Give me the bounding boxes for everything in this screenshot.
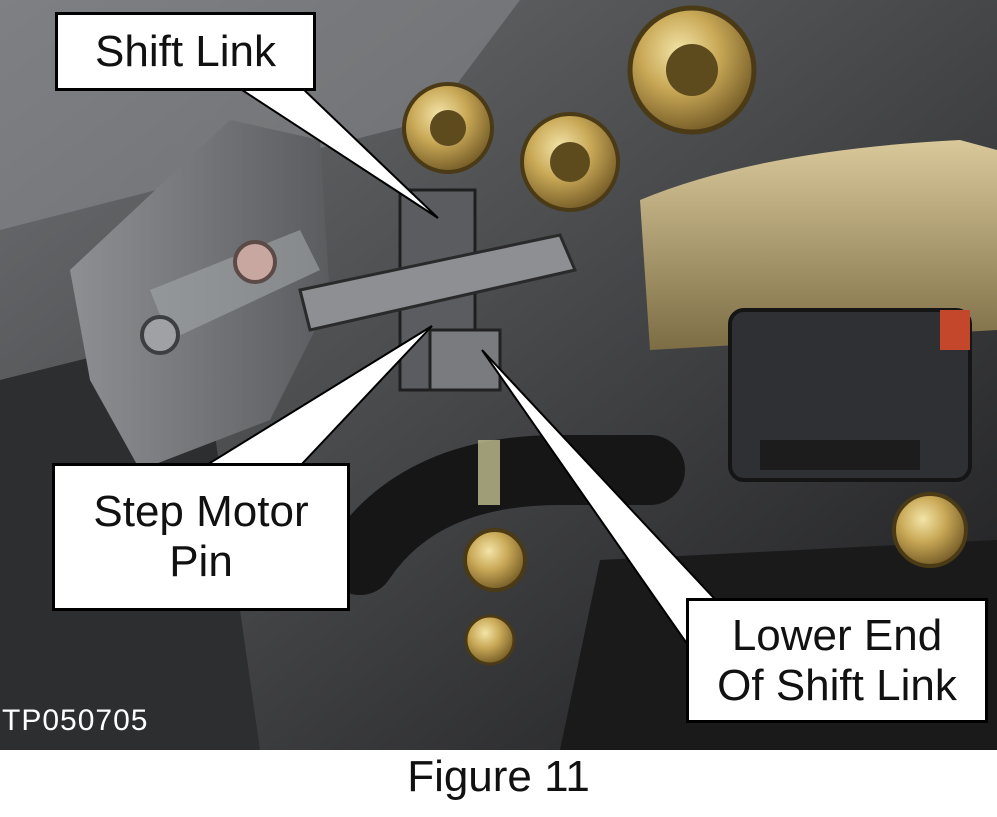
step-motor-housing xyxy=(640,140,997,482)
callout-step-motor-pin: Step Motor Pin xyxy=(52,463,350,611)
callout-step-motor-pin-line-2: Pin xyxy=(169,537,233,586)
figure-caption: Figure 11 xyxy=(407,752,590,801)
callout-lower-end-line-2: Of Shift Link xyxy=(717,660,957,710)
photo-id: TP050705 xyxy=(2,704,149,737)
callout-step-motor-pin-line-1: Step Motor xyxy=(93,487,309,536)
callout-lower-end-line-1: Lower End xyxy=(731,610,943,660)
callout-shift-link-line-1: Shift Link xyxy=(95,26,276,76)
callout-lower-end-of-shift-link: Lower End Of Shift Link xyxy=(686,598,988,723)
callout-shift-link: Shift Link xyxy=(55,12,316,91)
